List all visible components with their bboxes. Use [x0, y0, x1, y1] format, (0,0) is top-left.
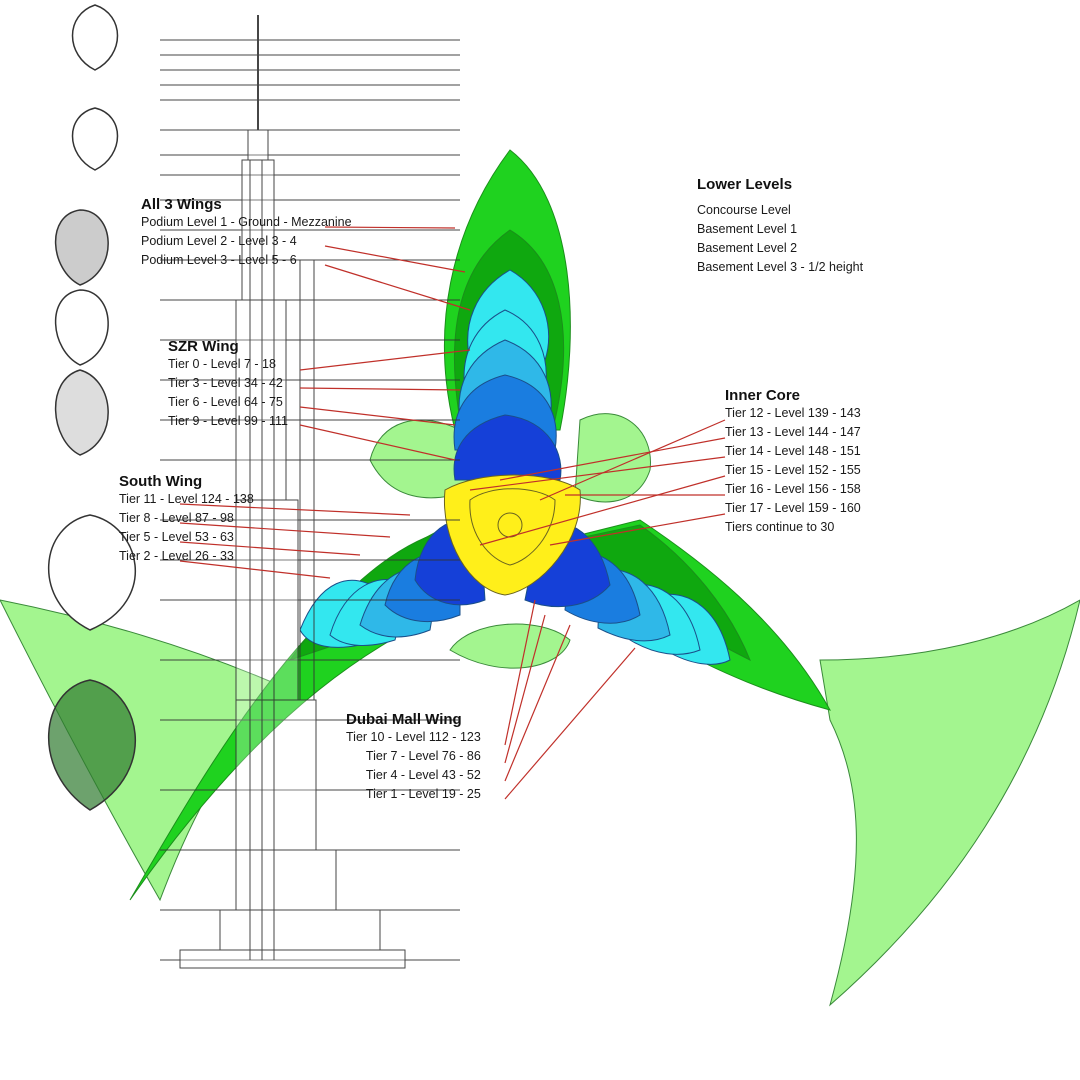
szr-wing-item: Tier 6 - Level 64 - 75: [168, 395, 283, 409]
lower-levels-heading: Lower Levels: [697, 176, 793, 193]
south-wing-item: Tier 11 - Level 124 - 138: [119, 492, 254, 506]
dubai-mall-wing-item: Tier 7 - Level 76 - 86: [365, 749, 481, 763]
south-wing-item: Tier 8 - Level 87 - 98: [119, 511, 234, 525]
all-wings-item: Podium Level 3 - Level 5 - 6: [141, 253, 297, 267]
inner-core-item: Tier 12 - Level 139 - 143: [725, 406, 861, 420]
all-wings-group: All 3 Wings Podium Level 1 - Ground - Me…: [141, 196, 352, 270]
lower-levels-group: Lower Levels Concourse Level Basement Le…: [697, 176, 863, 277]
inner-core-item: Tier 16 - Level 156 - 158: [725, 482, 861, 496]
lower-levels-item: Basement Level 3 - 1/2 height: [697, 260, 864, 274]
leader-arrows: [179, 226, 726, 800]
inner-core-item: Tiers continue to 30: [725, 520, 835, 534]
dubai-mall-wing-item: Tier 10 - Level 112 - 123: [346, 730, 481, 744]
szr-wing-heading: SZR Wing: [168, 338, 239, 355]
dubai-mall-wing-heading: Dubai Mall Wing: [346, 711, 462, 728]
south-wing-heading: South Wing: [119, 473, 203, 490]
inner-core-shape: [443, 474, 581, 596]
szr-wing-group: SZR Wing Tier 0 - Level 7 - 18 Tier 3 - …: [168, 338, 288, 431]
dubai-mall-wing-group: Dubai Mall Wing Tier 10 - Level 112 - 12…: [346, 711, 481, 804]
floor-plan-icons: [47, 4, 137, 811]
lower-levels-item: Concourse Level: [697, 203, 791, 217]
all-wings-item: Podium Level 2 - Level 3 - 4: [141, 234, 297, 248]
szr-wing-item: Tier 9 - Level 99 - 111: [168, 414, 288, 428]
lower-levels-item: Basement Level 2: [697, 241, 798, 255]
inner-core-item: Tier 14 - Level 148 - 151: [725, 444, 861, 458]
south-wing-item: Tier 2 - Level 26 - 33: [119, 549, 234, 563]
inner-core-item: Tier 17 - Level 159 - 160: [725, 501, 861, 515]
all-wings-heading: All 3 Wings: [141, 196, 222, 213]
szr-wing-item: Tier 0 - Level 7 - 18: [168, 357, 276, 371]
outer-light-green-wings: [0, 413, 1080, 1007]
inner-core-heading: Inner Core: [725, 387, 801, 404]
tower-elevation-drawing: [160, 15, 460, 969]
dubai-mall-wing-item: Tier 1 - Level 19 - 25: [365, 787, 481, 801]
south-wing-group: South Wing Tier 11 - Level 124 - 138 Tie…: [119, 473, 254, 566]
inner-core-item: Tier 15 - Level 152 - 155: [725, 463, 861, 477]
all-wings-item: Podium Level 1 - Ground - Mezzanine: [141, 215, 352, 229]
szr-wing-item: Tier 3 - Level 34 - 42: [168, 376, 283, 390]
inner-core-item: Tier 13 - Level 144 - 147: [725, 425, 861, 439]
blue-tiers: [299, 269, 731, 665]
lower-levels-item: Basement Level 1: [697, 222, 798, 236]
south-wing-item: Tier 5 - Level 53 - 63: [119, 530, 234, 544]
dubai-mall-wing-item: Tier 4 - Level 43 - 52: [365, 768, 481, 782]
inner-core-group: Inner Core Tier 12 - Level 139 - 143 Tie…: [725, 387, 861, 537]
